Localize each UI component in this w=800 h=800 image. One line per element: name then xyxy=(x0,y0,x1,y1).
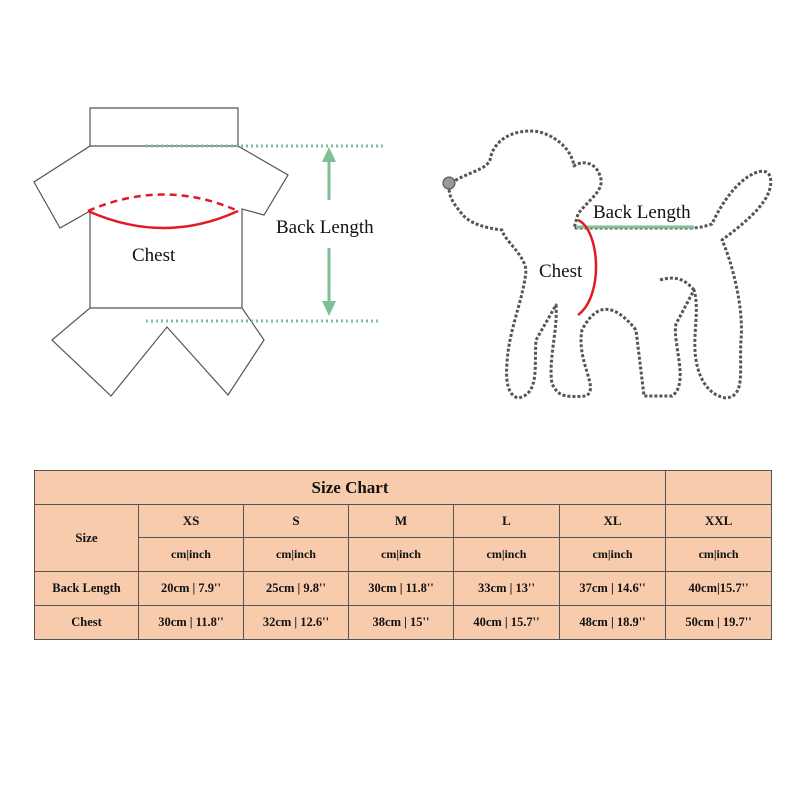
back-length-cell: 25cm | 9.8'' xyxy=(243,571,349,606)
garment-chest-front-arc xyxy=(87,209,239,230)
dog-diagram: Back Length Chest xyxy=(442,129,773,400)
size-chart-title-blank xyxy=(665,470,773,505)
back-length-cell: 40cm|15.7'' xyxy=(665,571,773,606)
back-length-row-header: Back Length xyxy=(34,571,139,606)
chest-cell: 50cm | 19.7'' xyxy=(665,605,773,640)
dog-nose-icon xyxy=(442,176,456,190)
dog-back-length-label: Back Length xyxy=(593,202,691,223)
dog-chest-curve xyxy=(577,218,598,317)
chest-cell: 48cm | 18.9'' xyxy=(558,605,667,640)
back-length-cell: 30cm | 11.8'' xyxy=(348,571,454,606)
chest-row-header: Chest xyxy=(34,605,139,640)
back-length-row: Back Length 20cm | 7.9'' 25cm | 9.8'' 30… xyxy=(34,571,773,606)
size-label: XL xyxy=(558,504,667,538)
garment-chest-label: Chest xyxy=(132,245,176,266)
chest-row: Chest 30cm | 11.8'' 32cm | 12.6'' 38cm |… xyxy=(34,605,773,640)
unit-label: cm|inch xyxy=(348,537,454,572)
unit-label: cm|inch xyxy=(243,537,349,572)
chest-cell: 32cm | 12.6'' xyxy=(243,605,349,640)
chest-cell: 30cm | 11.8'' xyxy=(138,605,244,640)
back-length-cell: 20cm | 7.9'' xyxy=(138,571,244,606)
unit-label: cm|inch xyxy=(665,537,773,572)
garment-diagram: Chest Back Length xyxy=(33,107,385,397)
size-label: XXL xyxy=(665,504,773,538)
dog-chest-label: Chest xyxy=(539,261,583,282)
chest-cell: 38cm | 15'' xyxy=(348,605,454,640)
size-label: S xyxy=(243,504,349,538)
size-chart-title: Size Chart xyxy=(33,470,667,505)
dog-outline xyxy=(447,129,773,400)
size-chart-table: Size Chart Size XS S M L XL XXL cm|inch … xyxy=(33,470,773,640)
size-label: XS xyxy=(138,504,244,538)
back-length-cell: 37cm | 14.6'' xyxy=(558,571,667,606)
garment-back-length-arrow xyxy=(322,147,336,316)
size-header: Size xyxy=(34,504,139,572)
unit-label: cm|inch xyxy=(453,537,560,572)
unit-label: cm|inch xyxy=(558,537,667,572)
unit-label: cm|inch xyxy=(138,537,244,572)
garment-outline xyxy=(33,107,289,397)
back-length-cell: 33cm | 13'' xyxy=(453,571,560,606)
garment-back-length-label: Back Length xyxy=(276,217,374,238)
chest-cell: 40cm | 15.7'' xyxy=(453,605,560,640)
garment-chest-back-arc xyxy=(87,193,239,213)
size-label: L xyxy=(453,504,560,538)
size-label: M xyxy=(348,504,454,538)
